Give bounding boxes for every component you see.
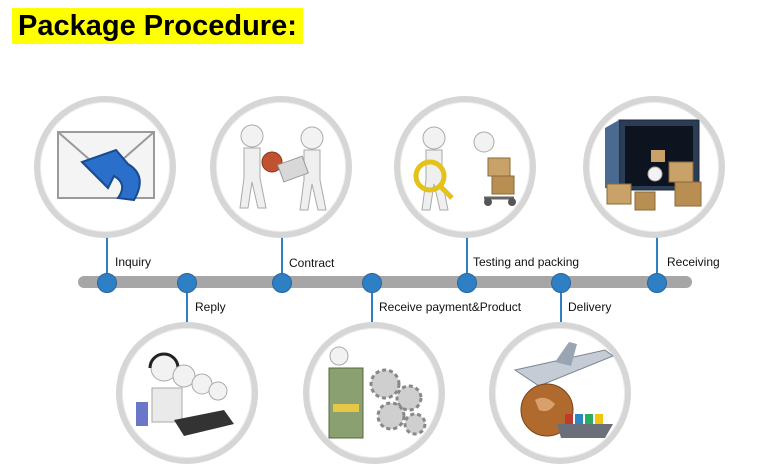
stem-testing [466,236,468,282]
step-label-testing: Testing and packing [473,255,580,269]
plane-ship-globe-icon [513,342,615,438]
stem-reply [186,282,188,322]
container-boxes-icon [605,119,702,211]
envelope-arrow-icon [57,131,155,202]
step-image-inquiry [34,96,176,238]
step-image-receiving [583,96,725,238]
step-label-reply: Reply [195,300,226,314]
money-gears-icon [328,346,427,439]
step-label-receiving: Receiving [667,255,720,269]
step-label-delivery: Delivery [568,300,612,314]
step-image-delivery [489,322,631,464]
stem-payment [371,282,373,322]
dot-payment [362,273,382,293]
contract-signing-icon [239,124,327,211]
dot-delivery [551,273,571,293]
call-center-operators-icon [136,352,234,436]
inspection-packing-icon [413,126,516,211]
step-image-payment [303,322,445,464]
step-image-reply [116,322,258,464]
dot-reply [177,273,197,293]
timeline-bar [78,276,692,288]
stem-delivery [560,282,562,322]
step-label-contract: Contract [289,256,335,270]
stem-receiving [656,236,658,282]
step-label-payment: Receive payment&Product [379,300,522,314]
page-title: Package Procedure: [12,8,303,44]
dot-contract [272,273,292,293]
stem-inquiry [106,236,108,282]
step-label-inquiry: Inquiry [115,255,152,269]
step-image-testing [394,96,536,238]
dot-inquiry [97,273,117,293]
stem-contract [281,236,283,282]
dot-receiving [647,273,667,293]
dot-testing [457,273,477,293]
step-image-contract [210,96,352,238]
